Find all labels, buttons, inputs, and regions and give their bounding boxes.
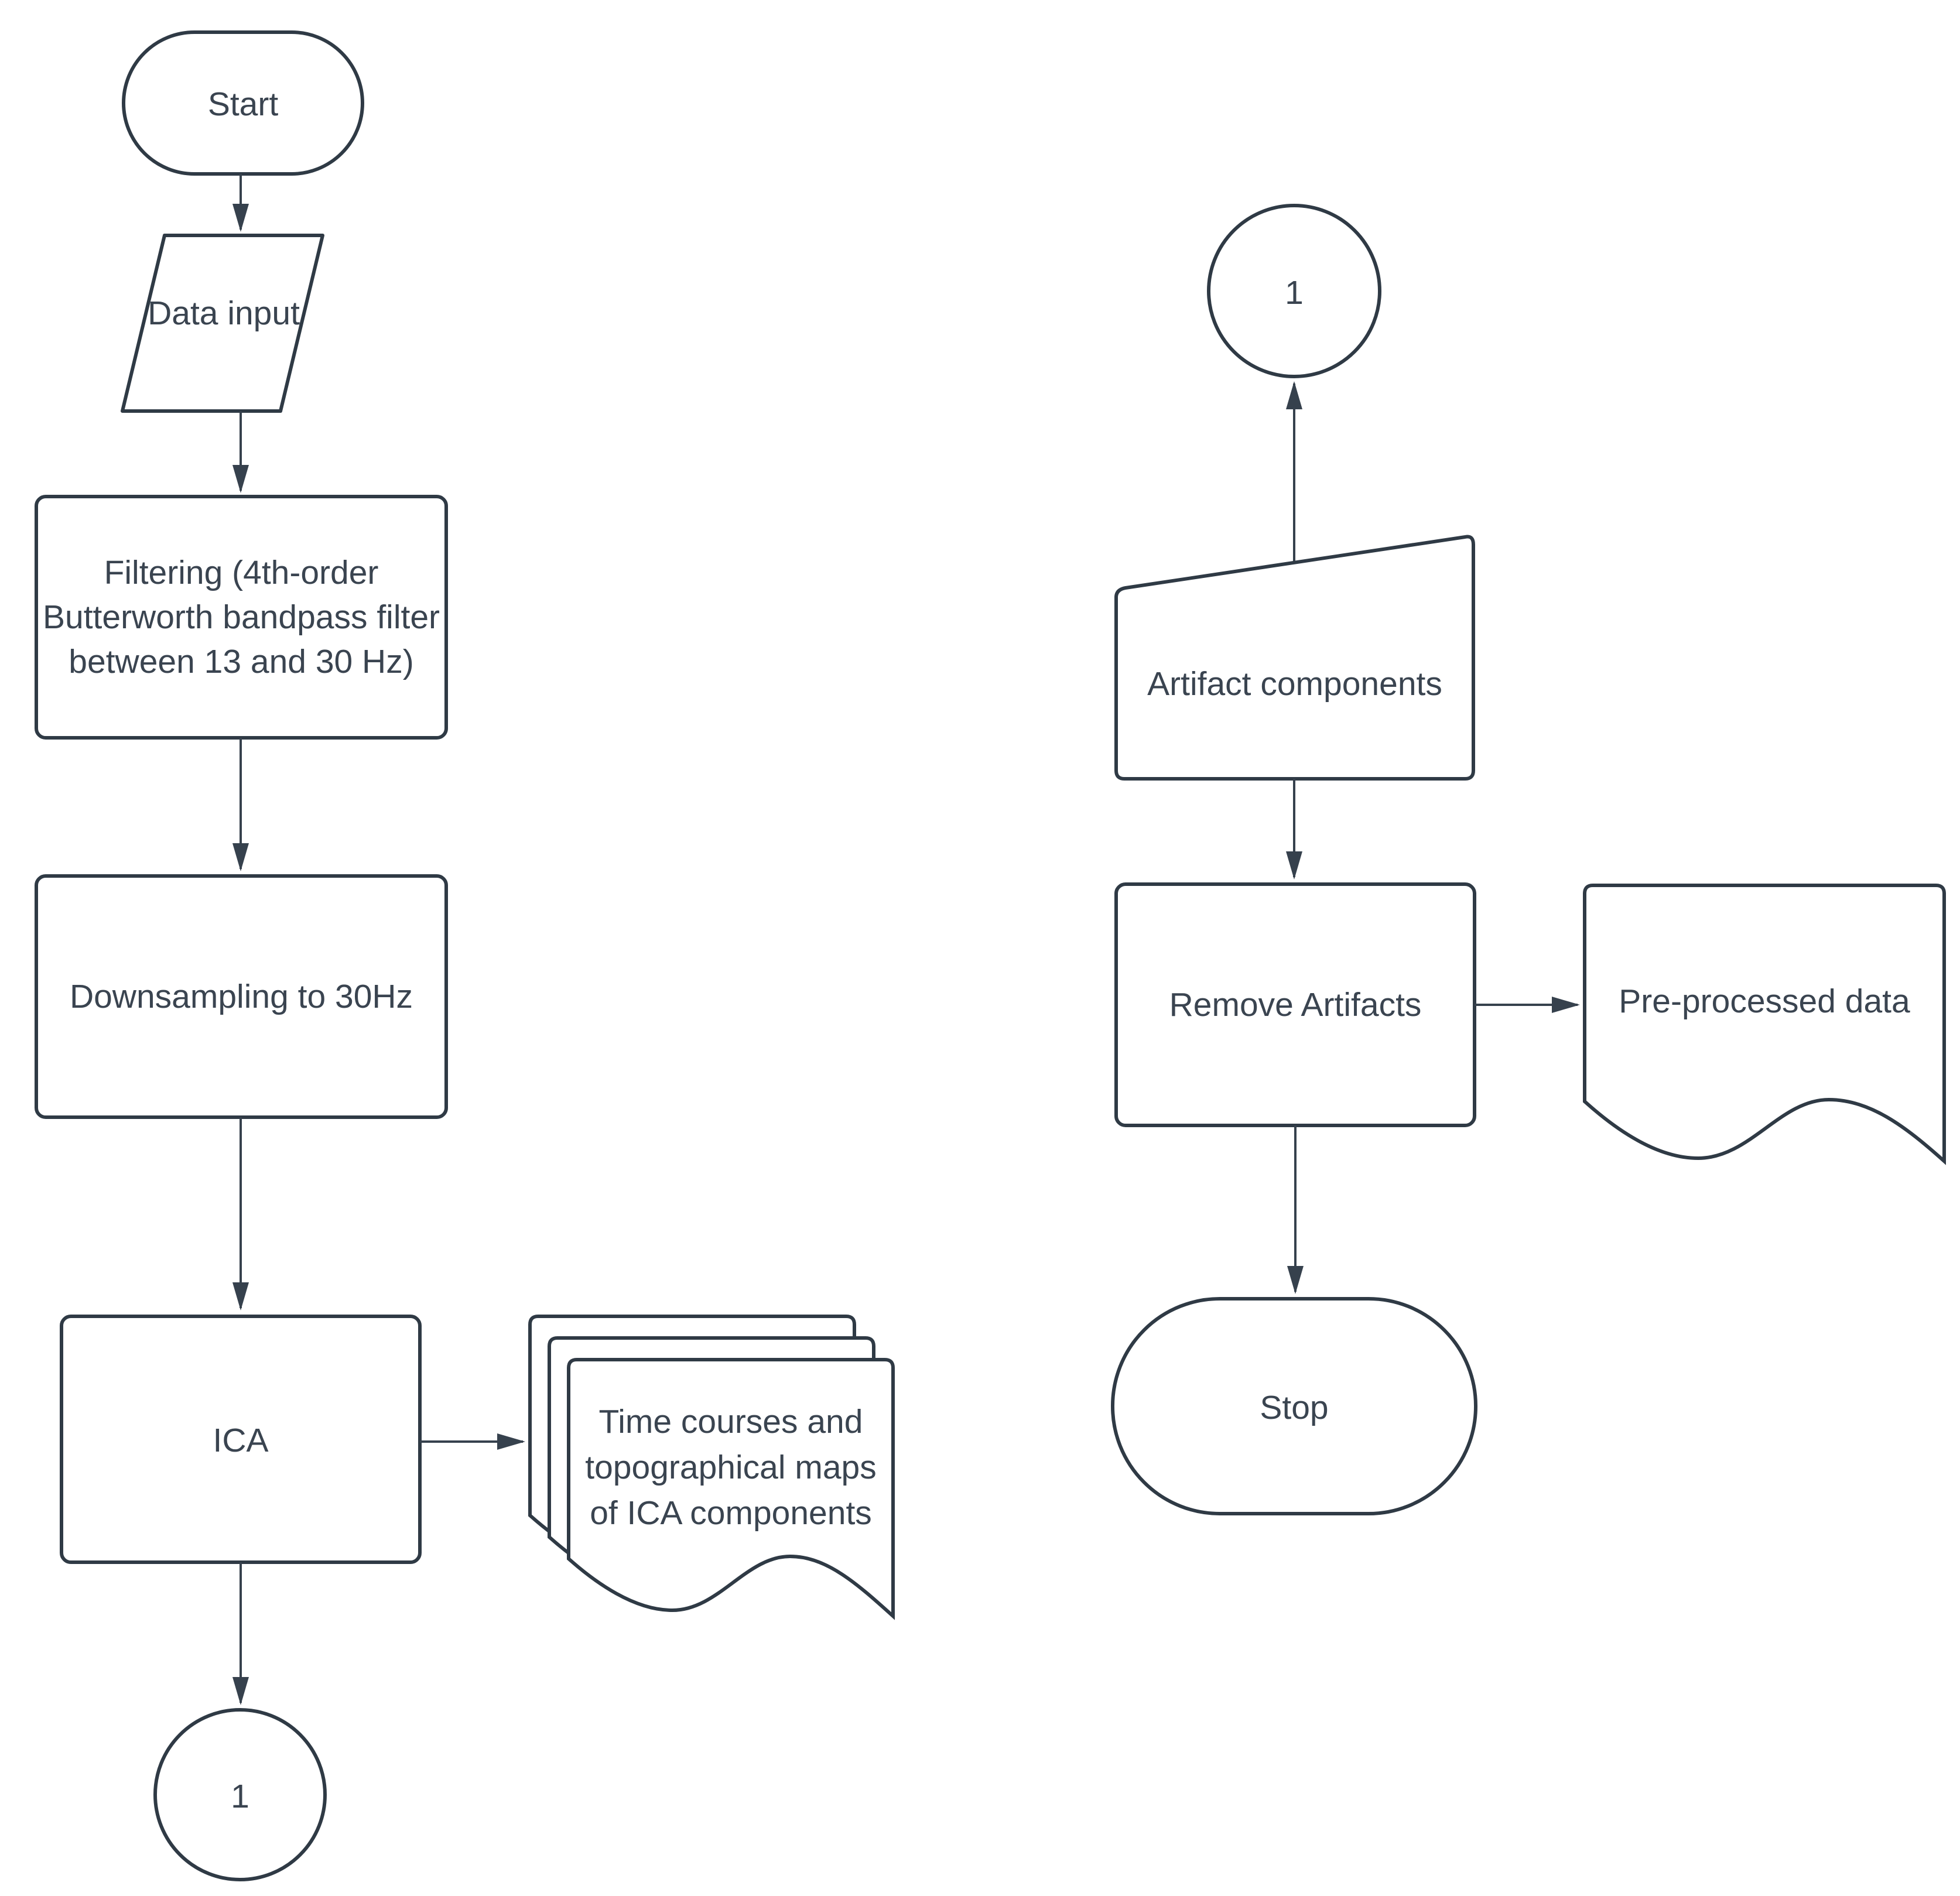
stop-node: Stop: [1111, 1297, 1477, 1515]
connector-circle-shape: [153, 1708, 327, 1881]
document-page-front: [567, 1358, 895, 1620]
filtering-node: Filtering (4th-order Butterworth bandpas…: [35, 495, 448, 740]
artifact-components-node: Artifact components: [1114, 535, 1475, 781]
filtering-label-line2: Butterworth bandpass filter: [43, 598, 440, 636]
off-page-connector-right: 1: [1207, 204, 1381, 378]
downsampling-node: Downsampling to 30Hz: [35, 874, 448, 1119]
downsampling-label: Downsampling to 30Hz: [70, 978, 413, 1015]
terminator-shape: [122, 30, 364, 176]
remove-artifacts-node: Remove Artifacts: [1114, 882, 1476, 1127]
ica-outputs-label-line1: Time courses and: [599, 1403, 863, 1440]
parallelogram-shape: [121, 234, 324, 413]
data-input-node: Data input: [121, 234, 324, 413]
document-shape: [1583, 884, 1946, 1165]
start-node: Start: [122, 30, 364, 176]
data-input-label: Data input: [148, 295, 300, 332]
start-label: Start: [208, 85, 279, 123]
connector-right-label: 1: [1285, 274, 1304, 312]
ica-outputs-document: Time courses and topographical maps of I…: [528, 1315, 895, 1620]
terminator-shape: [1111, 1297, 1477, 1515]
connector-circle-shape: [1207, 204, 1381, 378]
ica-label: ICA: [213, 1422, 268, 1459]
preprocessed-data-label: Pre-processed data: [1619, 983, 1910, 1020]
connector-left-label: 1: [231, 1778, 249, 1815]
remove-artifacts-label: Remove Artifacts: [1169, 986, 1422, 1024]
filtering-label-line3: between 13 and 30 Hz): [69, 643, 413, 680]
ica-node: ICA: [60, 1315, 422, 1564]
preprocessed-data-document: Pre-processed data: [1583, 884, 1946, 1165]
manual-input-shape: [1114, 535, 1475, 781]
off-page-connector-left: 1: [153, 1708, 327, 1881]
stop-label: Stop: [1260, 1389, 1328, 1426]
ica-outputs-label-line2: topographical maps: [585, 1449, 876, 1486]
ica-outputs-label-line3: of ICA components: [590, 1494, 872, 1532]
artifact-components-label: Artifact components: [1147, 665, 1442, 703]
filtering-label-line1: Filtering (4th-order: [104, 554, 379, 591]
